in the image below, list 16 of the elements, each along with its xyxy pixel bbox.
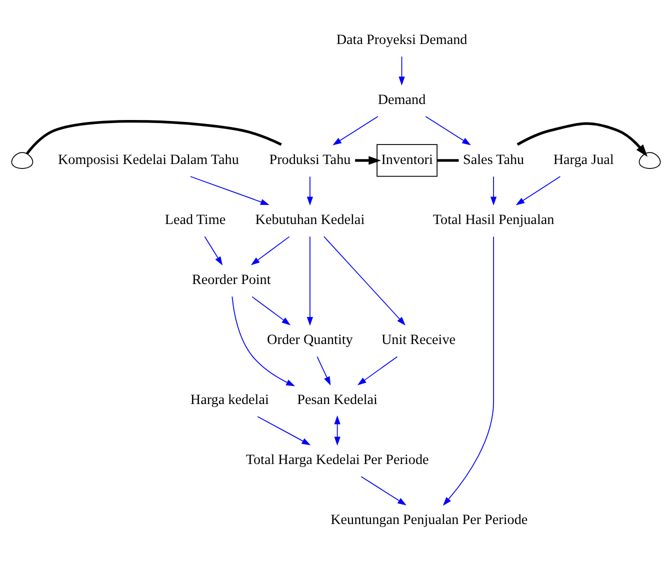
- node-text: Order Quantity: [267, 332, 353, 348]
- node-text: Harga kedelai: [190, 392, 269, 408]
- node-text: Produksi Tahu: [269, 152, 351, 168]
- node-text: Pesan Kedelai: [297, 392, 378, 408]
- node-text: Total Hasil Penjualan: [432, 212, 554, 228]
- node-text: Demand: [378, 92, 426, 108]
- node-text: Data Proyeksi Demand: [336, 32, 468, 48]
- node-text: Unit Receive: [382, 332, 456, 348]
- node-text: Harga Jual: [553, 152, 614, 168]
- node-text: Kebutuhan Kedelai: [255, 212, 365, 228]
- node-text: Sales Tahu: [463, 152, 524, 168]
- node-text: Lead Time: [164, 212, 226, 228]
- node-text: Keuntungan Penjualan Per Periode: [330, 512, 528, 528]
- node-text: Total Harga Kedelai Per Periode: [246, 452, 429, 468]
- node-text: Reorder Point: [192, 272, 271, 288]
- node-text: Komposisi Kedelai Dalam Tahu: [58, 152, 239, 168]
